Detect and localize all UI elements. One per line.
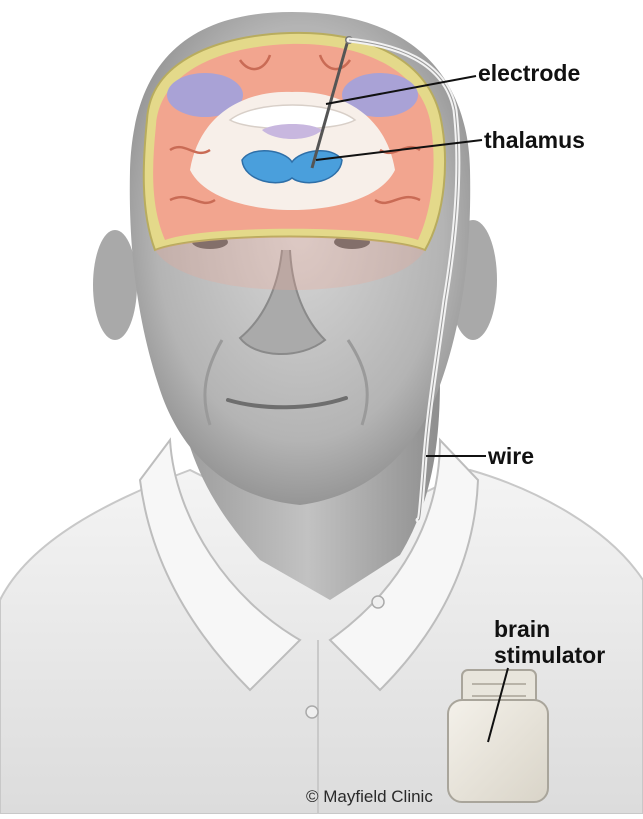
ear-left (93, 230, 137, 340)
shirt-button (372, 596, 384, 608)
label-wire: wire (488, 445, 534, 468)
label-brain-stimulator-line1: brain (494, 617, 605, 643)
shirt-button (306, 706, 318, 718)
brain-cross-section (144, 33, 445, 290)
label-electrode: electrode (478, 62, 580, 85)
stimulator-body (448, 700, 548, 802)
brain-stimulator-device (448, 670, 548, 802)
label-brain-stimulator: brain stimulator (494, 617, 605, 669)
label-thalamus: thalamus (484, 129, 585, 152)
label-brain-stimulator-line2: stimulator (494, 643, 605, 669)
copyright-credit: © Mayfield Clinic (306, 787, 433, 807)
